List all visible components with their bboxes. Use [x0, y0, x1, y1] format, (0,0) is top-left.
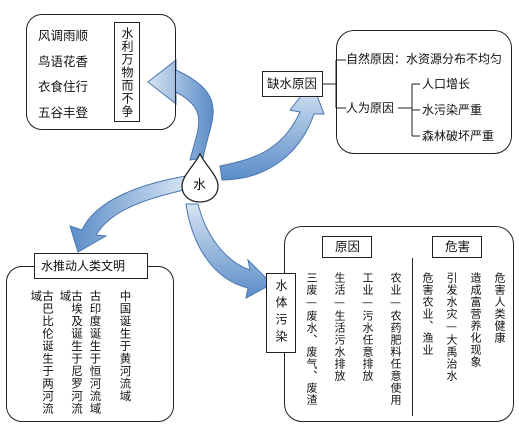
pollution-divider — [412, 258, 413, 416]
civ-col-3: 古埃及诞生于尼罗河流域 — [58, 290, 85, 415]
arrow-to-bottom-left — [69, 175, 187, 253]
arrow-to-bottom-right — [185, 203, 273, 299]
cause-header-box: 原因 — [322, 236, 372, 258]
civilization-label: 水推动人类文明 — [41, 259, 126, 273]
human-cause-1: 人口增长 — [422, 77, 471, 91]
shortage-label-box: 缺水原因 — [262, 71, 323, 97]
pollution-label-box: 水体污染 — [266, 273, 296, 353]
top-left-line-2: 鸟语花香 — [38, 54, 89, 69]
vertical-label: 水利万物而不争 — [120, 26, 134, 118]
cause-col-4: 三废—废水、废气、废渣 — [305, 272, 318, 406]
water-drop: 水 — [178, 152, 222, 204]
top-left-line-4: 五谷丰登 — [38, 105, 89, 120]
shortage-label: 缺水原因 — [267, 76, 318, 91]
vertical-label-box: 水利万物而不争 — [114, 22, 140, 122]
harm-col-2: 造成富营养化现象 — [469, 272, 482, 368]
pollution-label: 水体污染 — [274, 279, 288, 347]
civilization-label-box: 水推动人类文明 — [34, 253, 148, 279]
civ-col-1: 中国诞生于黄河流域 — [118, 290, 133, 403]
cause-col-2: 工业—污水任意排放 — [361, 272, 374, 382]
cause-col-1: 农业—农药肥料任意使用 — [389, 272, 402, 406]
arrow-to-top-right — [219, 80, 325, 181]
human-cause-3: 森林破坏严重 — [422, 129, 495, 143]
human-cause-2: 水污染严重 — [422, 103, 483, 117]
arrow-to-top-left — [147, 58, 214, 161]
civ-col-2: 古印度诞生于恒河流域 — [88, 290, 103, 415]
center-label: 水 — [193, 178, 207, 193]
top-left-line-3: 衣食住行 — [38, 79, 89, 94]
water-drop-icon — [181, 152, 219, 203]
harm-col-1: 危害人类健康 — [493, 272, 506, 344]
harm-col-4: 危害农业、渔业 — [421, 272, 434, 356]
top-left-group — [26, 14, 176, 130]
harm-header-box: 危害 — [432, 236, 482, 258]
natural-cause: 自然原因：水资源分布不均匀 — [346, 52, 503, 66]
harm-header: 危害 — [445, 239, 471, 254]
shortage-details-group — [336, 30, 512, 154]
cause-col-3: 生活—生活污水排放 — [333, 272, 346, 382]
top-left-line-1: 风调雨顺 — [38, 28, 89, 43]
human-cause-label: 人为原因 — [346, 101, 395, 115]
civ-col-4: 古巴比伦诞生于两河流域 — [29, 290, 56, 415]
cause-header: 原因 — [335, 239, 361, 254]
harm-col-3: 引发水灾—大禹治水 — [445, 272, 458, 382]
